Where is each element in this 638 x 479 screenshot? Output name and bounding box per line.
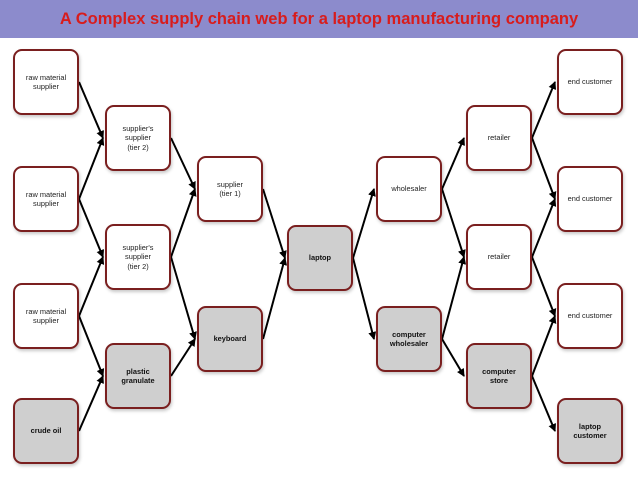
node-raw1: raw material supplier [13, 49, 79, 115]
node-end1: end customer [557, 49, 623, 115]
node-laptop: laptop [287, 225, 353, 291]
arrow-raw2-to-ss2 [78, 198, 105, 258]
arrow-compstore-to-end3 [531, 315, 557, 377]
arrow-supp1-to-laptop [262, 188, 287, 259]
node-label: raw material supplier [25, 189, 67, 208]
node-compwhole: computer wholesaler [376, 306, 442, 372]
arrow-raw1-to-ss1 [78, 81, 104, 139]
node-label: keyboard [213, 334, 247, 344]
node-ss2: supplier's supplier (tier 2) [105, 224, 171, 290]
arrow-raw3-to-ss2 [78, 256, 105, 317]
node-label: retailer [487, 133, 511, 143]
node-label: supplier's supplier (tier 2) [122, 243, 154, 271]
node-label: wholesaler [391, 184, 427, 194]
arrow-compwhole-to-compstore [441, 338, 465, 377]
node-label: retailer [487, 252, 511, 262]
arrow-wholesaler-to-retail2 [441, 188, 466, 258]
node-raw2: raw material supplier [13, 166, 79, 232]
arrow-raw2-to-ss1 [78, 137, 105, 200]
node-compstore: computer store [466, 343, 532, 409]
arrow-plastic-to-keyboard [170, 338, 196, 377]
arrow-keyboard-to-laptop [262, 257, 288, 340]
arrow-ss2-to-supp1 [170, 188, 197, 258]
node-label: supplier's supplier (tier 2) [122, 124, 154, 152]
title-banner: A Complex supply chain web for a laptop … [0, 0, 638, 38]
arrow-raw3-to-plastic [78, 315, 105, 377]
node-end2: end customer [557, 166, 623, 232]
node-label: raw material supplier [25, 72, 67, 91]
diagram-title: A Complex supply chain web for a laptop … [59, 10, 579, 28]
arrow-retail2-to-end2 [531, 198, 557, 258]
node-label: raw material supplier [25, 306, 67, 325]
node-label: supplier (tier 1) [217, 179, 243, 198]
arrow-wholesaler-to-retail1 [441, 137, 465, 190]
arrow-crude-to-plastic [78, 375, 104, 432]
node-label: end customer [567, 77, 613, 87]
node-wholesaler: wholesaler [376, 156, 442, 222]
node-label: end customer [567, 194, 613, 204]
node-retail1: retailer [466, 105, 532, 171]
connector-layer [78, 81, 557, 432]
arrow-laptop-to-compwhole [352, 257, 377, 340]
node-ss1: supplier's supplier (tier 2) [105, 105, 171, 171]
node-label: laptop customer [573, 421, 607, 440]
supply-chain-diagram: raw material supplier raw material suppli… [0, 38, 638, 479]
node-label: crude oil [30, 426, 62, 436]
node-supp1: supplier (tier 1) [197, 156, 263, 222]
arrow-retail1-to-end2 [531, 137, 557, 200]
node-lapcust: laptop customer [557, 398, 623, 464]
node-crude: crude oil [13, 398, 79, 464]
arrow-laptop-to-wholesaler [352, 188, 376, 259]
node-plastic: plastic granulate [105, 343, 171, 409]
arrow-retail2-to-end3 [531, 256, 557, 317]
arrow-compwhole-to-retail2 [441, 256, 467, 340]
arrow-retail1-to-end1 [531, 81, 557, 139]
node-retail2: retailer [466, 224, 532, 290]
node-label: computer wholesaler [389, 329, 429, 348]
node-label: computer store [482, 366, 516, 385]
node-label: laptop [308, 253, 332, 263]
node-label: end customer [567, 311, 613, 321]
node-label: plastic granulate [121, 366, 155, 385]
arrow-ss1-to-supp1 [170, 137, 196, 190]
arrow-compstore-to-lapcust [531, 375, 556, 432]
node-end3: end customer [557, 283, 623, 349]
node-raw3: raw material supplier [13, 283, 79, 349]
node-keyboard: keyboard [197, 306, 263, 372]
arrow-ss2-to-keyboard [170, 256, 197, 340]
